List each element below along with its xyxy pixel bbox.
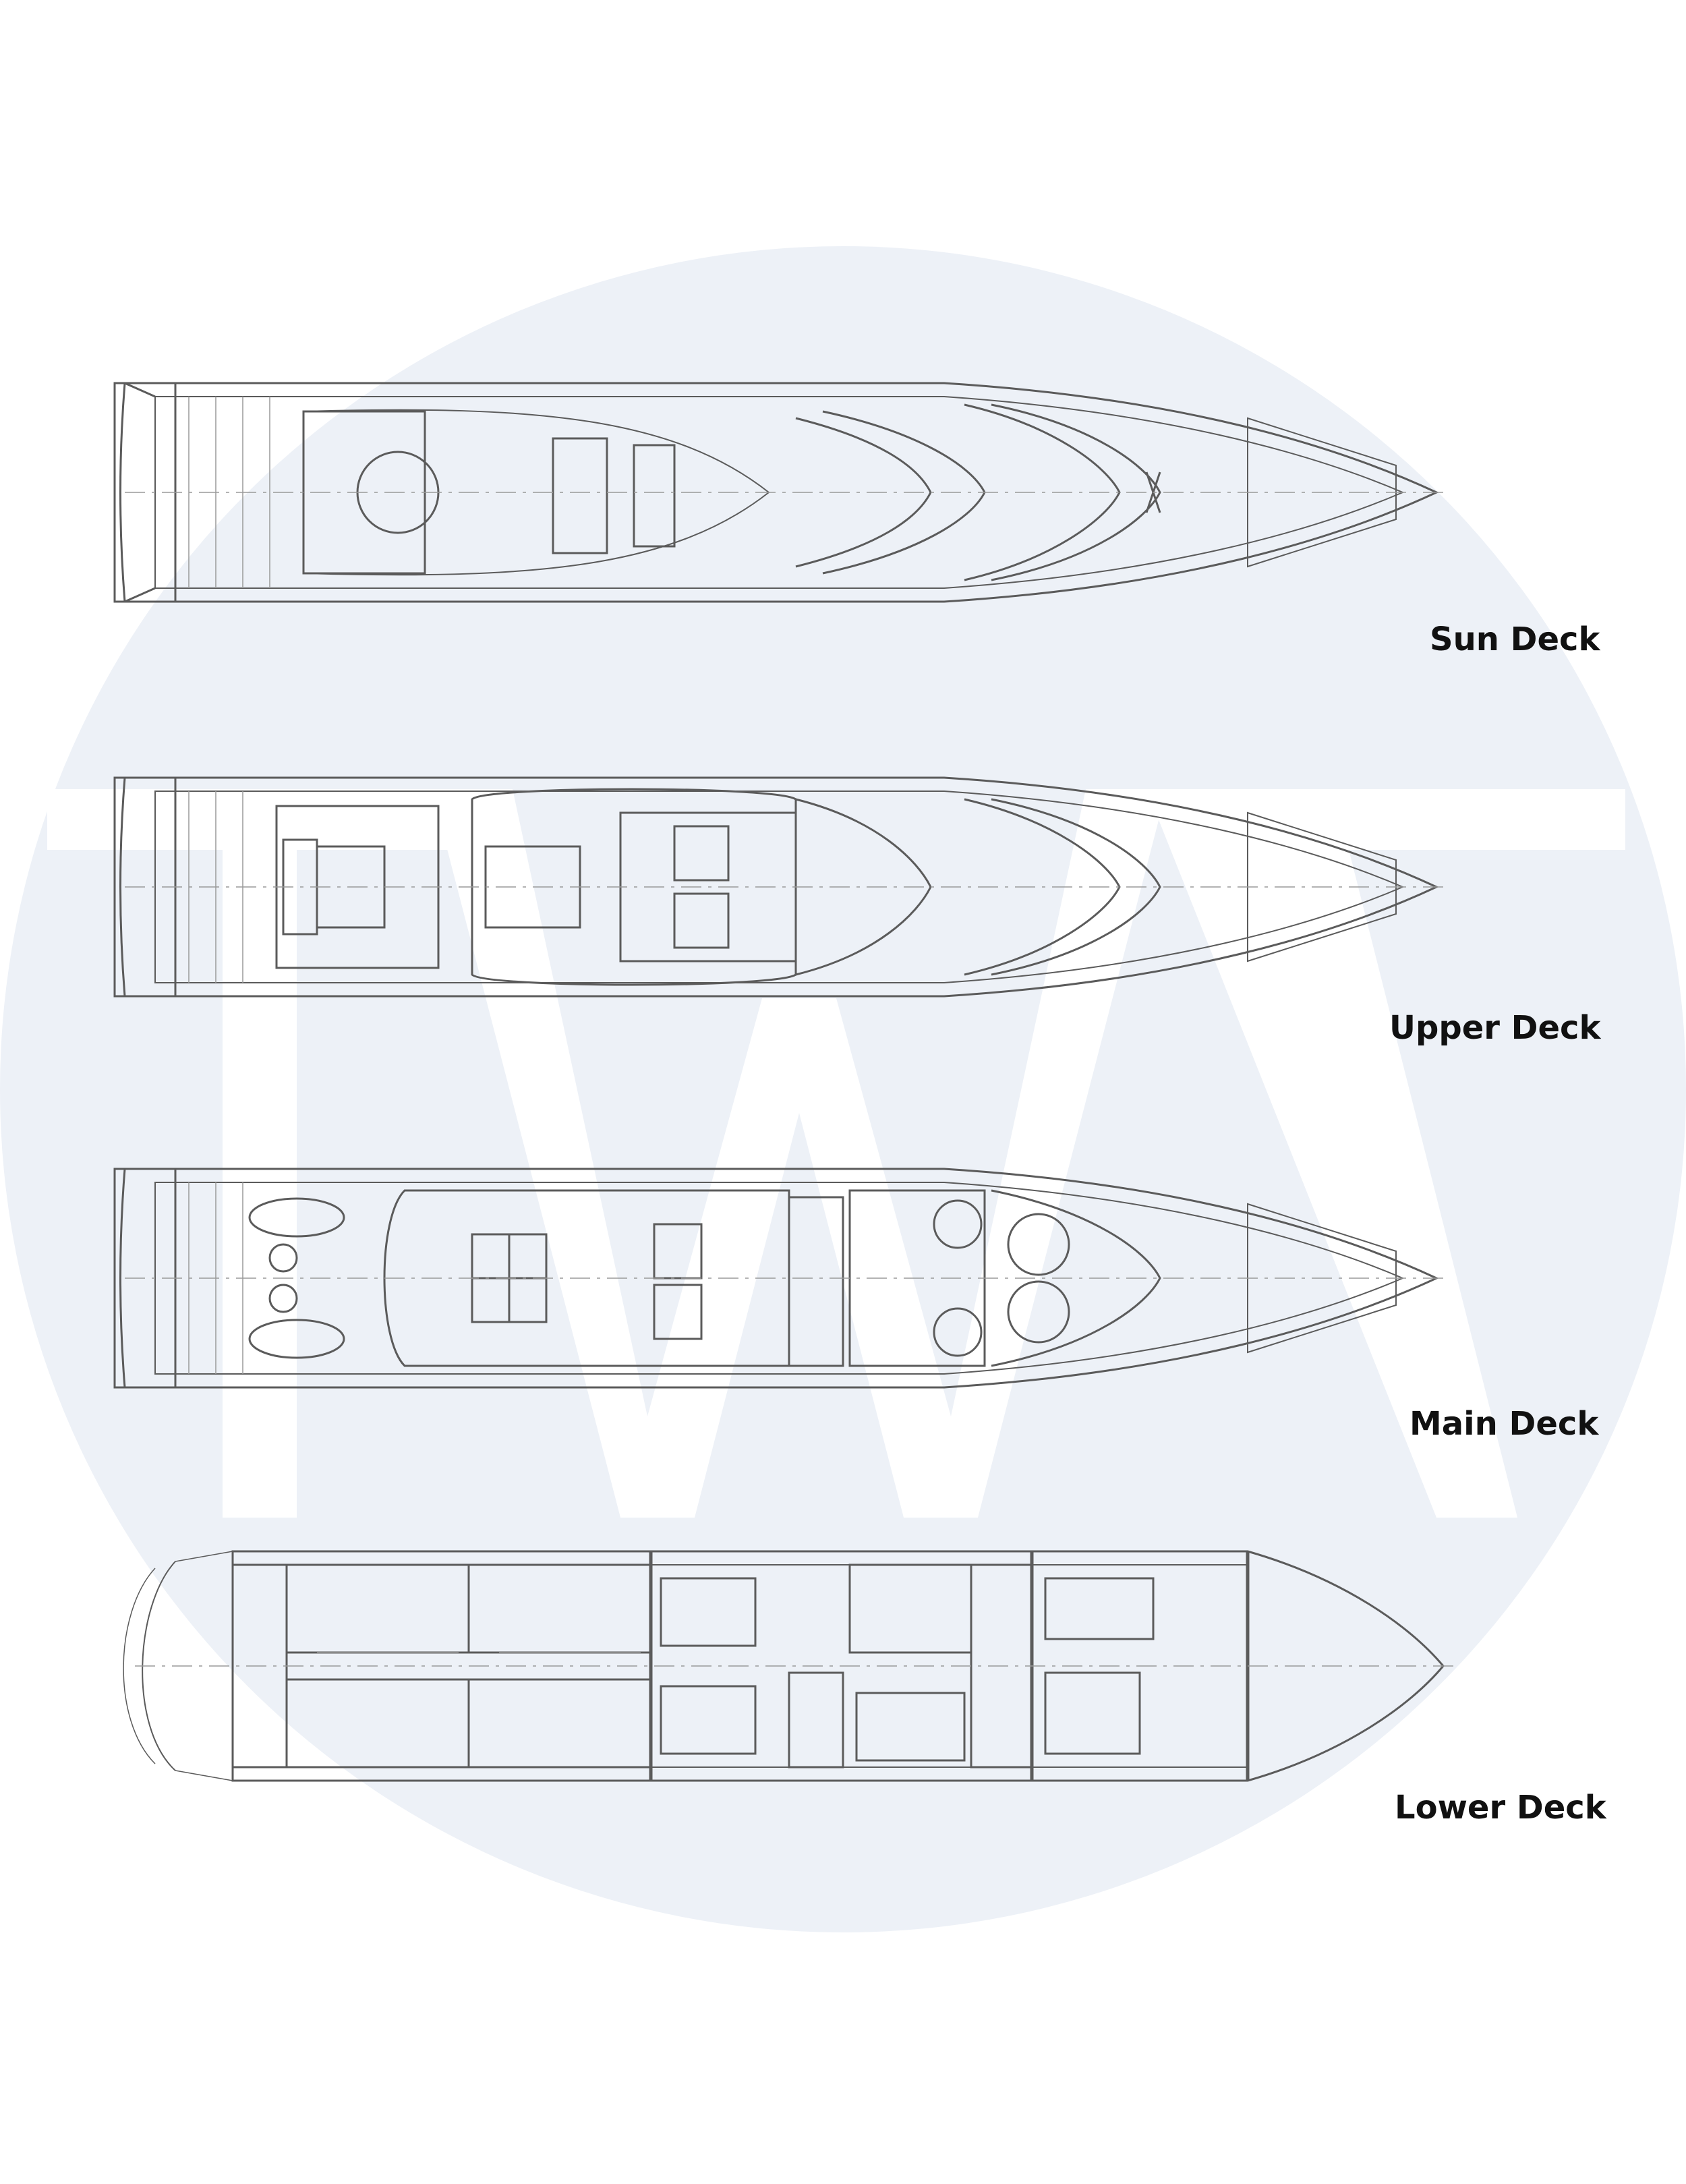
main-deck-label: Main Deck [1409, 1405, 1599, 1443]
lower-deck-label: Lower Deck [1395, 1789, 1606, 1827]
upper-deck-plan [113, 776, 1443, 998]
watermark-letters [47, 789, 1625, 1518]
sun-deck-label: Sun Deck [1430, 621, 1600, 658]
sun-deck-plan [113, 382, 1443, 603]
main-deck-plan [113, 1168, 1443, 1389]
upper-deck-label: Upper Deck [1389, 1009, 1601, 1047]
lower-deck-plan [123, 1550, 1457, 1782]
